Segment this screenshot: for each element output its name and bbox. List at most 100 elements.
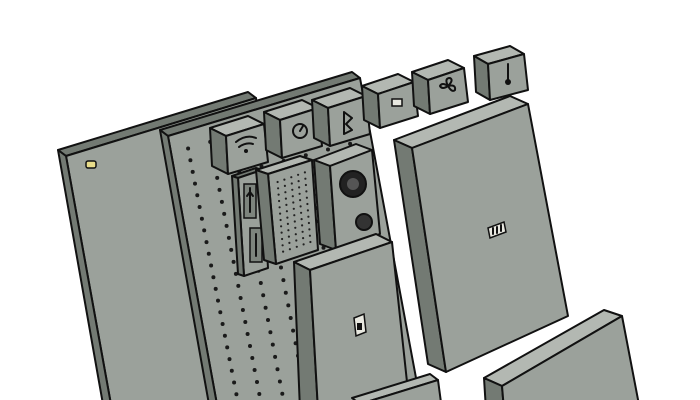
frame-hole	[261, 293, 265, 297]
frame-hole	[273, 355, 277, 359]
speaker-hole	[306, 197, 308, 199]
frame-hole	[246, 332, 250, 336]
frame-hole	[266, 318, 270, 322]
frame-hole	[268, 330, 272, 334]
speaker-hole	[308, 228, 310, 230]
speaker-hole	[278, 194, 280, 196]
speaker-hole	[301, 224, 303, 226]
speaker-hole	[307, 216, 309, 218]
speaker-hole	[280, 219, 282, 221]
frame-hole	[234, 392, 238, 396]
speaker-hole	[295, 233, 297, 235]
frame-hole	[250, 356, 254, 360]
frame-hole	[279, 266, 283, 270]
speaker-hole	[307, 209, 309, 211]
frame-hole	[241, 308, 245, 312]
speaker-hole	[283, 179, 285, 181]
frame-hole	[218, 188, 222, 192]
frame-hole	[211, 275, 215, 279]
speaker-hole	[305, 190, 307, 192]
frame-hole	[186, 147, 190, 151]
speaker-hole	[290, 176, 292, 178]
speaker-hole	[277, 181, 279, 183]
frame-hole	[223, 334, 227, 338]
camera-module	[314, 144, 380, 250]
frame-hole	[326, 148, 330, 152]
frame-hole	[220, 200, 224, 204]
speaker-hole	[309, 241, 311, 243]
frame-hole	[221, 322, 225, 326]
speaker-hole	[302, 237, 304, 239]
speaker-hole	[292, 201, 294, 203]
storage-icon	[392, 99, 402, 106]
speaker-hole	[292, 195, 294, 197]
frame-hole	[191, 170, 195, 174]
speaker-hole	[284, 191, 286, 193]
speaker-hole	[288, 236, 290, 238]
speaker-hole	[279, 206, 281, 208]
speaker-hole	[287, 229, 289, 231]
speaker-hole	[285, 198, 287, 200]
battery-module	[394, 96, 568, 372]
speaker-hole	[305, 184, 307, 186]
frame-hole	[243, 320, 247, 324]
speaker-hole	[277, 187, 279, 189]
frame-hole	[230, 369, 234, 373]
speaker-hole	[297, 174, 299, 176]
speaker-hole	[295, 239, 297, 241]
frame-hole	[276, 367, 280, 371]
frame-hole	[225, 224, 229, 228]
speaker-hole	[293, 208, 295, 210]
frame-hole	[289, 316, 293, 320]
frame-hole	[214, 287, 218, 291]
frame-hole	[202, 228, 206, 232]
frame-hole	[291, 329, 295, 333]
speaker-hole	[304, 171, 306, 173]
storage-module	[362, 74, 418, 128]
speaker-hole	[280, 225, 282, 227]
fan-module	[412, 60, 468, 114]
frame-hole	[195, 193, 199, 197]
frame-hole	[188, 158, 192, 162]
speaker-hole	[299, 193, 301, 195]
frame-hole	[200, 217, 204, 221]
frame-hole	[236, 284, 240, 288]
frame-hole	[216, 299, 220, 303]
bluetooth-module	[312, 88, 370, 146]
speaker-hole	[299, 199, 301, 201]
frame-hole	[281, 278, 285, 282]
speaker-hole	[284, 185, 286, 187]
speaker-hole	[285, 204, 287, 206]
frame-hole	[228, 357, 232, 361]
speaker-hole	[286, 210, 288, 212]
frame-hole	[229, 248, 233, 252]
speaker-hole	[300, 205, 302, 207]
speaker-hole	[306, 203, 308, 205]
frame-hole	[207, 252, 211, 256]
frame-hole	[259, 281, 263, 285]
speaker-hole	[278, 200, 280, 202]
frame-hole	[278, 380, 282, 384]
frame-hole	[280, 392, 284, 396]
frame-hole	[248, 344, 252, 348]
frame-hole	[218, 310, 222, 314]
speaker-grid-module	[256, 156, 318, 264]
speaker-hole	[308, 222, 310, 224]
speaker-hole	[304, 178, 306, 180]
speaker-hole	[281, 232, 283, 234]
sd-card-module	[294, 234, 410, 400]
frame-hole	[286, 303, 290, 307]
frame-hole	[284, 291, 288, 295]
frame-hole	[225, 345, 229, 349]
speaker-hole	[294, 220, 296, 222]
speaker-hole	[293, 214, 295, 216]
wifi-module	[210, 116, 268, 174]
speaker-hole	[286, 217, 288, 219]
speaker-hole	[282, 251, 284, 253]
speaker-hole	[289, 248, 291, 250]
speaker-hole	[291, 189, 293, 191]
frame-hole	[253, 368, 257, 372]
frame-hole	[222, 212, 226, 216]
